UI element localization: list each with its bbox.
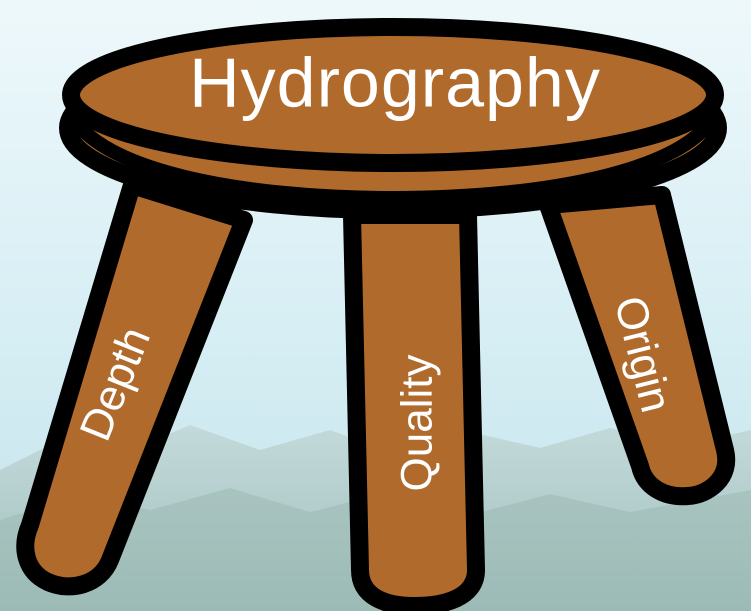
leg-quality: Quality — [352, 215, 476, 606]
seat-title: Hydrography — [189, 43, 601, 121]
stool-seat: Hydrography — [68, 27, 718, 210]
leg-label-quality: Quality — [393, 355, 442, 492]
